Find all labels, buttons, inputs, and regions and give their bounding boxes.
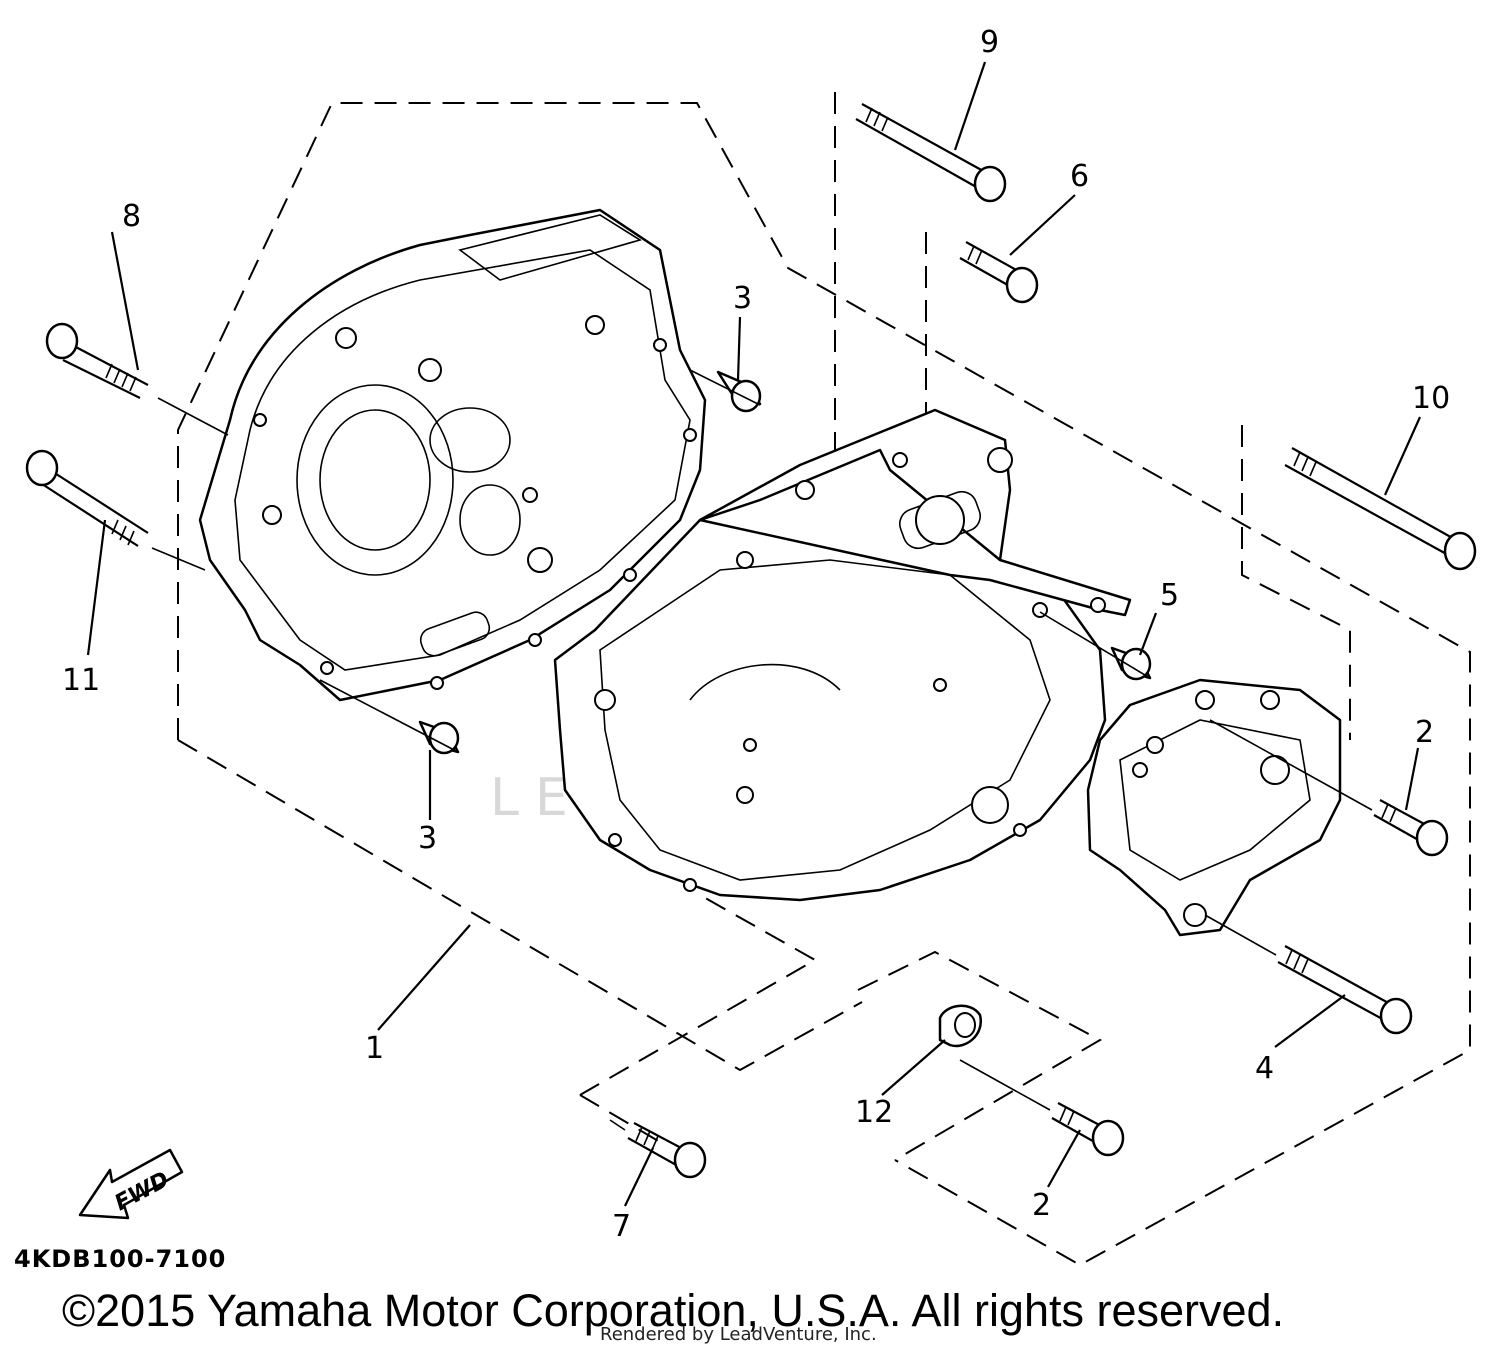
callout-8: 8 [122,199,141,234]
bolt-9 [855,103,1007,203]
rendered-by-notice: Rendered by LeadVenture, Inc. [600,1324,877,1345]
callout-4: 4 [1255,1051,1274,1086]
callout-labels: 1 2 2 3 3 4 5 6 7 8 9 10 11 12 [62,25,1450,1244]
dowel-5 [1110,646,1152,681]
callout-11: 11 [62,663,100,698]
dowel-3-lower [418,720,460,755]
callout-6: 6 [1070,159,1089,194]
callout-9: 9 [980,25,999,60]
bolt-4 [1277,945,1413,1035]
dowel-3-upper [716,370,762,413]
crankcase-side-cover [1086,678,1342,937]
callout-1: 1 [365,1031,384,1066]
alignment-lines [151,369,1373,1131]
right-crankcase-half [553,408,1132,902]
clamp-12 [938,1004,983,1048]
part-code: 4KDB100-7100 [14,1245,226,1273]
bolt-7 [627,1122,707,1179]
forward-arrow-icon: FWD [78,1148,184,1220]
callout-5: 5 [1160,578,1179,613]
leader-lines [86,61,1422,1207]
assembly-boundary-lines [177,92,1471,1267]
callout-3-upper: 3 [733,281,752,316]
bolt-2-lower [1051,1102,1125,1157]
callout-3-lower: 3 [418,821,437,856]
callout-7: 7 [612,1209,631,1244]
callout-10: 10 [1412,381,1450,416]
callout-2-lower: 2 [1032,1188,1051,1223]
bolt-10 [1284,447,1477,571]
bolt-6 [959,241,1039,304]
callout-12: 12 [855,1095,893,1130]
bolt-11 [25,449,149,547]
copyright-notice: ©2015 Yamaha Motor Corporation, U.S.A. A… [62,1285,1284,1336]
bolt-2-upper [1373,799,1449,857]
left-crankcase-half [198,208,707,702]
callout-2-upper: 2 [1415,715,1434,750]
bolt-8 [45,322,149,399]
